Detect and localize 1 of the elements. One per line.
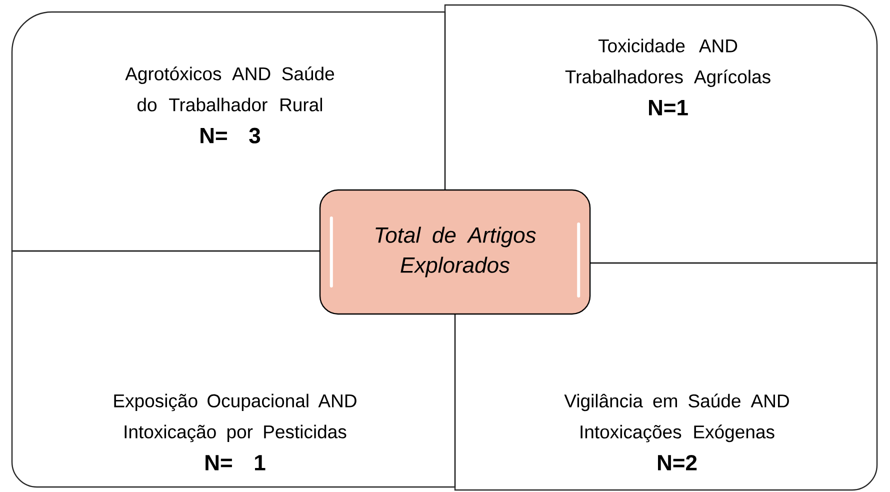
rounded-box: Total de Artigos Explorados <box>319 189 591 315</box>
